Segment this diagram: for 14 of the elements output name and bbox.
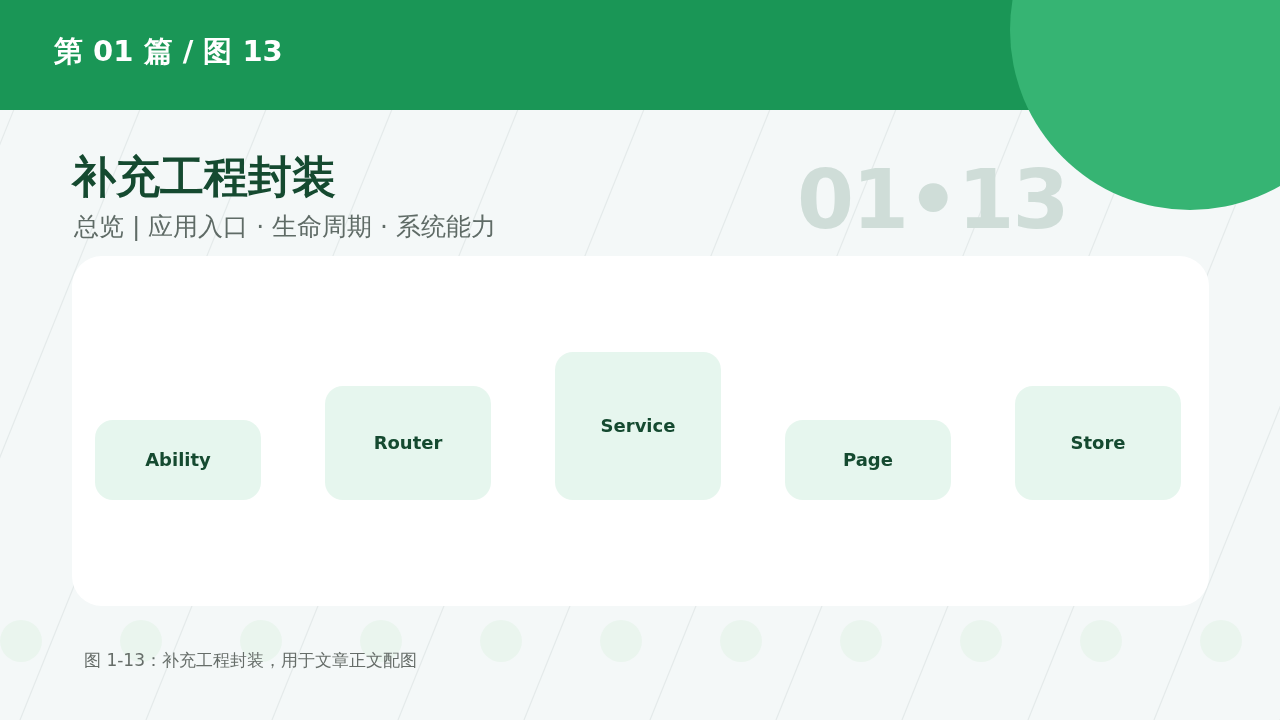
component-box — [1015, 386, 1181, 500]
page-title: 补充工程封装 — [72, 150, 336, 204]
component-label: Page — [842, 448, 894, 472]
component-label: Store — [1069, 431, 1127, 455]
component-box — [325, 386, 491, 500]
component-label: Ability — [144, 448, 212, 472]
header-title: 第 01 篇 / 图 13 — [54, 33, 283, 70]
component-box — [785, 420, 951, 500]
subtitle: 总览 | 应用入口 · 生命周期 · 系统能力 — [74, 211, 496, 243]
component-box — [95, 420, 261, 500]
component-label: Service — [599, 414, 677, 438]
figure-caption: 图 1-13：补充工程封装，用于文章正文配图 — [84, 649, 417, 672]
component-label: Router — [372, 431, 444, 455]
component-box — [555, 352, 721, 500]
